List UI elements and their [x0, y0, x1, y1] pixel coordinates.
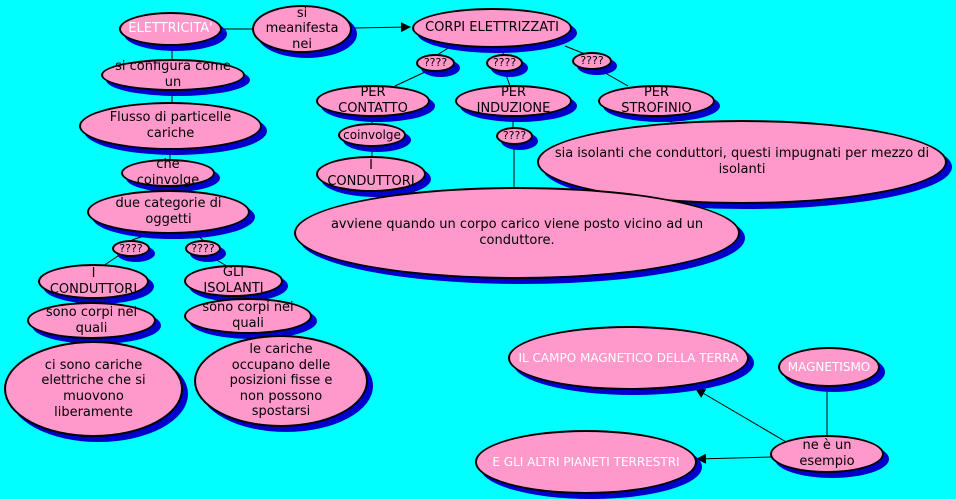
node-esempio[interactable]: ne è un esempio [770, 435, 884, 473]
node-campo-magnetico[interactable]: IL CAMPO MAGNETICO DELLA TERRA [508, 326, 749, 390]
node-sono-corpi-conduttori[interactable]: sono corpi nei quali [27, 302, 156, 339]
link-manifesta-corpi [351, 22, 411, 33]
link-categorie-q1 [131, 233, 151, 241]
node-per-contatto[interactable]: PER CONTATTO [316, 85, 430, 117]
node-sono-corpi-isolanti[interactable]: sono corpi nei quali [184, 298, 312, 334]
node-corpi-elettrizzati[interactable]: CORPI ELETTRIZZATI [412, 8, 572, 48]
link-corpi-q1 [436, 43, 456, 56]
node-i-conduttori[interactable]: I CONDUTTORI [38, 264, 149, 299]
node-question-contatto[interactable]: ???? [416, 54, 455, 72]
link-strofinio-desc [655, 115, 673, 123]
link-q3-strofinio [599, 69, 629, 87]
link-q1-contatto [394, 71, 426, 87]
node-due-categorie[interactable]: due categorie di oggetti [87, 190, 250, 234]
node-gli-isolanti[interactable]: GLI ISOLANTI [184, 265, 283, 297]
node-conduttori-desc[interactable]: ci sono cariche elettriche che si muovon… [4, 341, 183, 437]
link-corpi-q2 [502, 46, 506, 55]
node-si-configura[interactable]: si configura come un [101, 59, 245, 91]
node-question-induzione-2[interactable]: ???? [496, 127, 533, 145]
node-i-conduttori-top[interactable]: I CONDUTTORI [316, 156, 426, 192]
node-question-strofinio[interactable]: ???? [572, 52, 612, 70]
node-question-induzione[interactable]: ???? [486, 54, 523, 72]
node-question-conduttori[interactable]: ???? [112, 240, 150, 257]
link-esempio-campo [695, 388, 789, 444]
node-per-induzione[interactable]: PER INDUZIONE [455, 85, 572, 117]
node-question-isolanti[interactable]: ???? [185, 240, 221, 257]
node-induzione-desc[interactable]: avviene quando un corpo carico viene pos… [294, 187, 740, 279]
node-coinvolge[interactable]: coinvolge [338, 123, 406, 147]
node-elettricita[interactable]: ELETTRICITA' [119, 12, 222, 46]
node-magnetismo[interactable]: MAGNETISMO [778, 347, 880, 387]
node-flusso[interactable]: Flusso di particelle cariche [79, 102, 262, 150]
link-categorie-q2 [194, 233, 204, 241]
link-q2-induzione [504, 71, 511, 87]
node-che-coinvolge[interactable]: che coinvolge [121, 157, 215, 188]
node-per-strofinio[interactable]: PER STROFINIO [598, 85, 715, 117]
node-si-manifesta[interactable]: si meanifesta nei [252, 5, 352, 53]
node-isolanti-desc[interactable]: le cariche occupano delle posizioni fiss… [194, 335, 368, 427]
link-esempio-pianeti [696, 453, 773, 464]
node-altri-pianeti[interactable]: E GLI ALTRI PIANETI TERRESTRI [475, 430, 697, 494]
